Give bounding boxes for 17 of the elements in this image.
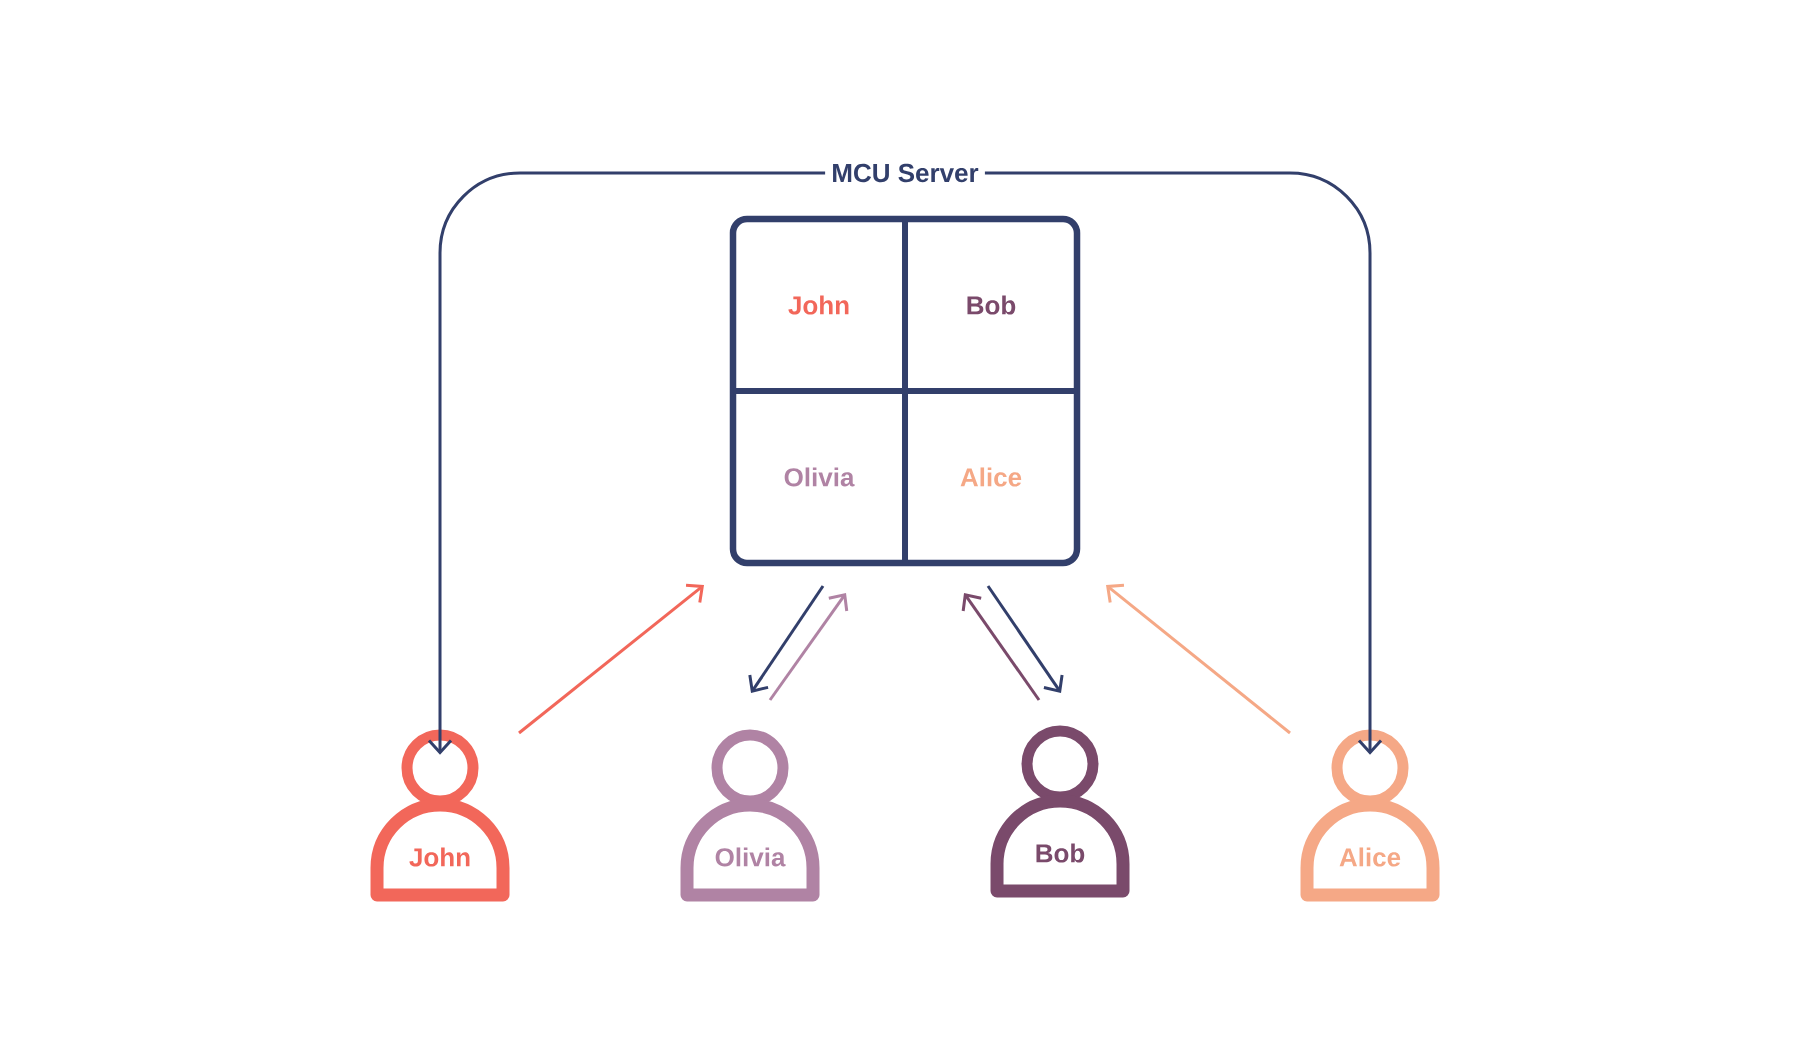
- grid-cell: Alice: [960, 467, 1022, 487]
- arrow: [768, 593, 849, 701]
- grid-cell: Bob: [967, 295, 1016, 315]
- grid-cell: Olivia: [784, 467, 855, 487]
- arrow: [961, 593, 1041, 701]
- arrow: [986, 585, 1064, 693]
- person-figure: Bob: [990, 725, 1130, 898]
- arrow: [1106, 583, 1291, 735]
- bracket-arrow: [984, 171, 1383, 755]
- person-figure: Olivia: [680, 729, 820, 902]
- grid-cell: John: [788, 295, 849, 315]
- bracket-arrow: [427, 171, 826, 755]
- arrow: [748, 585, 825, 693]
- person-figure: Alice: [1300, 729, 1440, 902]
- arrow: [518, 583, 704, 735]
- person-figure: John: [370, 729, 510, 902]
- server-title: MCU Server: [833, 163, 979, 183]
